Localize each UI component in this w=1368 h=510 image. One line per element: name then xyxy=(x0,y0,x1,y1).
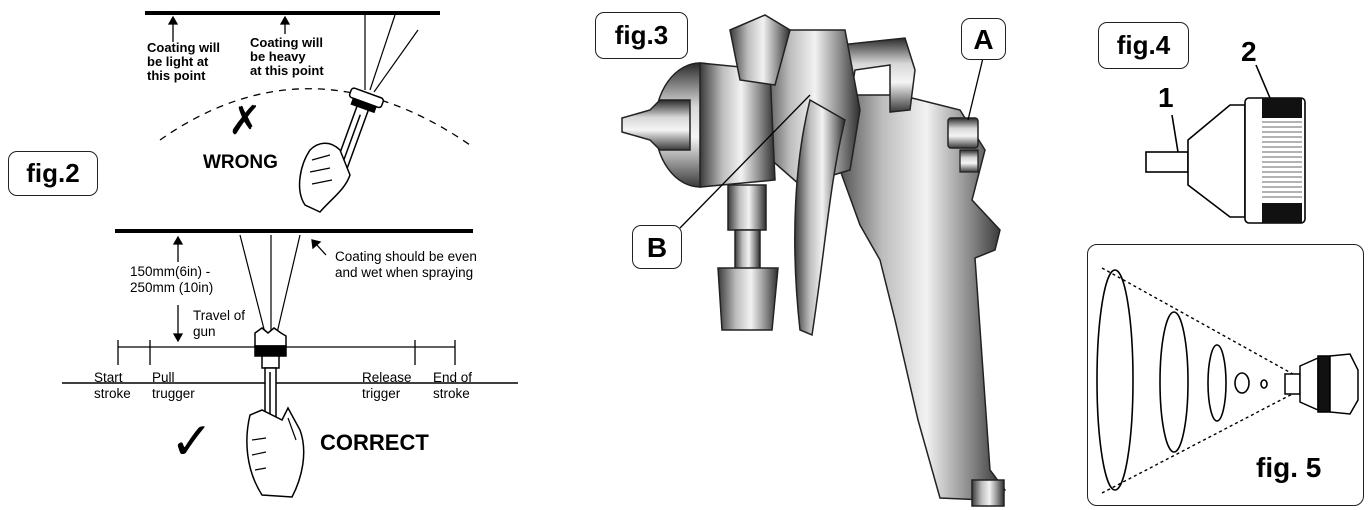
fig5-panel xyxy=(1087,244,1364,506)
gun-lower-fitting xyxy=(727,184,767,231)
gun-lower-cup xyxy=(717,267,779,331)
air-cap-knurl xyxy=(1262,121,1302,198)
wrong-arrows xyxy=(167,15,291,42)
wrong-light-note: Coating will be light at this point xyxy=(147,40,220,83)
wrong-verdict: WRONG xyxy=(203,152,278,173)
correct-mark: ✓ xyxy=(170,412,214,472)
fig5-nozzle xyxy=(1284,353,1359,415)
part-1-leader xyxy=(1171,114,1179,153)
fig2-label: fig.2 xyxy=(26,158,80,188)
spray-pattern-ellipses xyxy=(1096,269,1268,491)
fig5-label: fig. 5 xyxy=(1256,452,1322,483)
correct-hand xyxy=(246,406,305,498)
callout-b-label: B xyxy=(646,232,668,263)
step-start-stroke: Start stroke xyxy=(94,370,131,401)
even-note: Coating should be even and wet when spra… xyxy=(335,249,477,280)
part-2-label: 2 xyxy=(1241,36,1257,67)
wrong-mark: ✗ xyxy=(228,98,262,144)
fig4-label: fig.4 xyxy=(1116,30,1171,60)
distance-note: 150mm(6in) - 250mm (10in) xyxy=(130,264,214,295)
fig4-label-box: fig.4 xyxy=(1098,22,1189,69)
gun-adjust-knob xyxy=(947,117,979,149)
fig2-label-box: fig.2 xyxy=(8,151,98,196)
step-release-trigger: Release trigger xyxy=(362,370,412,401)
travel-note: Travel of gun xyxy=(193,308,246,339)
gun-cup-neck xyxy=(729,14,791,86)
step-pull-trigger: Pull trugger xyxy=(152,370,195,401)
correct-spray-lines xyxy=(239,234,301,334)
correct-arrows xyxy=(172,235,327,343)
callout-a-leader xyxy=(967,57,984,121)
callout-a-label: A xyxy=(973,24,994,55)
step-end-of-stroke: End of stroke xyxy=(433,370,473,401)
wrong-spray-lines xyxy=(364,14,419,93)
part-1-label: 1 xyxy=(1158,82,1174,113)
spray-pattern-lines xyxy=(1101,267,1301,494)
callout-a: A xyxy=(961,18,1006,60)
wrong-heavy-note: Coating will be heavy at this point xyxy=(250,35,324,78)
gun-nozzle xyxy=(621,99,691,151)
gun-air-inlet xyxy=(971,479,1005,507)
fig3-label-box: fig.3 xyxy=(595,12,688,59)
fig3-label: fig.3 xyxy=(614,20,669,50)
correct-verdict: CORRECT xyxy=(320,430,429,455)
callout-b: B xyxy=(632,225,682,269)
gun-trigger xyxy=(794,98,846,337)
callout-b-leader xyxy=(679,94,811,229)
part-2-leader xyxy=(1255,64,1271,99)
